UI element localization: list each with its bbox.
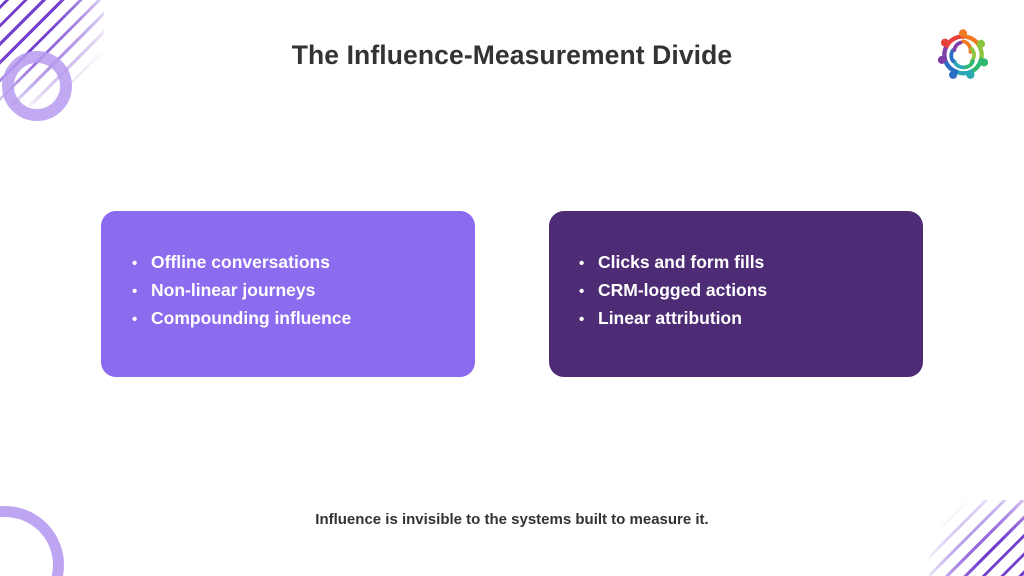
bullet-dot-icon: • bbox=[132, 255, 138, 272]
list-item-label: Linear attribution bbox=[598, 308, 742, 328]
page-title: The Influence-Measurement Divide bbox=[291, 40, 733, 70]
bullet-dot-icon: • bbox=[579, 255, 585, 272]
list-item-label: Clicks and form fills bbox=[598, 252, 765, 272]
influence-bullet-list: • Offline conversations • Non-linear journ… bbox=[132, 249, 351, 333]
list-item-label: Offline conversations bbox=[151, 252, 330, 272]
list-item: • CRM-logged actions bbox=[579, 277, 767, 305]
measurement-card: • Clicks and form fills • CRM-logged actio… bbox=[549, 211, 923, 377]
influence-card: • Offline conversations • Non-linear journ… bbox=[101, 211, 475, 377]
list-item: • Clicks and form fills bbox=[579, 249, 767, 277]
slide-footer-caption: Influence is invisible to the systems bu… bbox=[315, 511, 709, 528]
list-item: • Compounding influence bbox=[132, 305, 351, 333]
bullet-dot-icon: • bbox=[132, 283, 138, 300]
measurement-bullet-list: • Clicks and form fills • CRM-logged actio… bbox=[579, 249, 767, 333]
list-item-label: Compounding influence bbox=[151, 308, 352, 328]
list-item: • Non-linear journeys bbox=[132, 277, 351, 305]
bullet-dot-icon: • bbox=[579, 311, 585, 328]
bullet-dot-icon: • bbox=[579, 283, 585, 300]
list-item: • Linear attribution bbox=[579, 305, 767, 333]
list-item: • Offline conversations bbox=[132, 249, 351, 277]
list-item-label: Non-linear journeys bbox=[151, 280, 316, 300]
network-people-logo-icon bbox=[932, 24, 994, 86]
bullet-dot-icon: • bbox=[132, 311, 138, 328]
list-item-label: CRM-logged actions bbox=[598, 280, 768, 300]
